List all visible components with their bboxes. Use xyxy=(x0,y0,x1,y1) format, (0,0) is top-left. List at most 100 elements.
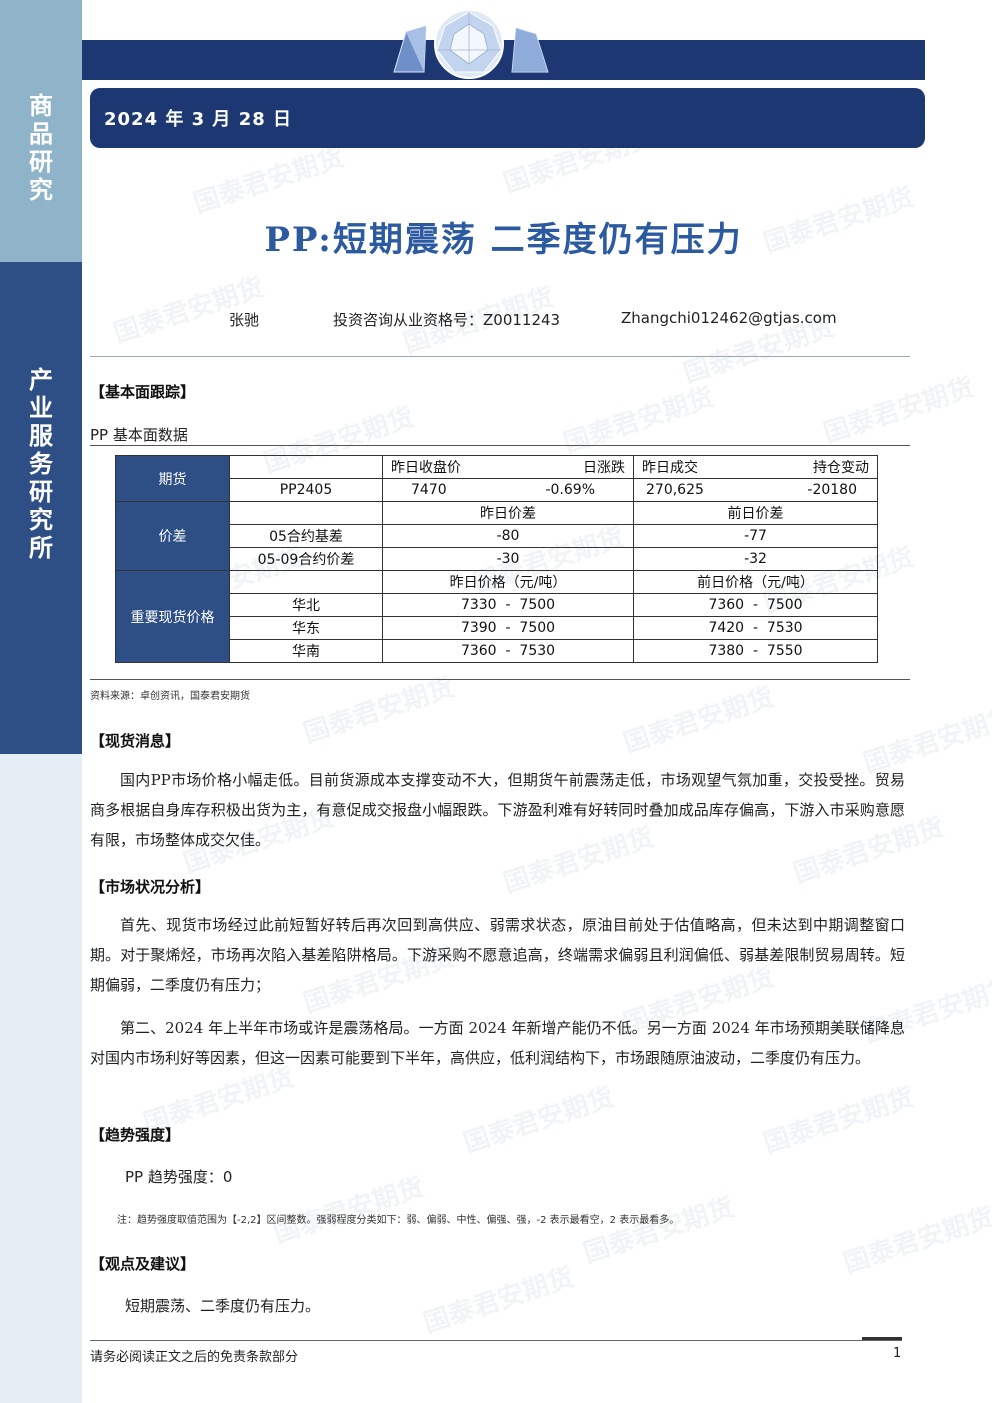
header-change: 日涨跌 xyxy=(583,460,625,476)
author-name: 张驰 xyxy=(229,311,260,329)
table-cell-blank xyxy=(229,570,383,594)
price-prior: 7420 - 7530 xyxy=(633,616,878,640)
header-volume: 昨日成交 xyxy=(642,460,698,476)
report-title: PP:短期震荡 二季度仍有压力 xyxy=(264,220,743,260)
table-cell-blank xyxy=(229,455,383,479)
spread-prior: -77 xyxy=(633,524,878,548)
table-row: 华北 7330 - 7500 7360 - 7500 xyxy=(116,593,878,617)
spread-yesterday: -80 xyxy=(382,524,634,548)
footer-rule xyxy=(90,1340,902,1341)
spread-name: 05-09合约价差 xyxy=(229,547,383,571)
spread-prior: -32 xyxy=(633,547,878,571)
sidebar-char: 品 xyxy=(29,119,53,148)
table-cell-blank xyxy=(229,501,383,525)
volume-value: 270,625 xyxy=(646,482,704,498)
sidebar-char: 究 xyxy=(29,505,53,534)
watermark-text: 国泰君安期货 xyxy=(819,372,978,450)
sidebar-char: 业 xyxy=(29,393,53,422)
analysis-paragraph-2: 第二、2024 年上半年市场或许是震荡格局。一方面 2024 年新增产能仍不低。… xyxy=(90,1019,905,1067)
footer-disclaimer[interactable]: 请务必阅读正文之后的免责条款部分 xyxy=(90,1350,299,1365)
header-yesterday-price: 昨日价格（元/吨） xyxy=(382,570,634,594)
header-prior-price: 前日价格（元/吨） xyxy=(633,570,878,594)
price-prior: 7360 - 7500 xyxy=(633,593,878,617)
spread-name: 05合约基差 xyxy=(229,524,383,548)
divider xyxy=(90,356,910,357)
table-bottom-rule xyxy=(90,679,910,680)
section-heading-advice: 【观点及建议】 xyxy=(90,1255,196,1273)
page-number: 1 xyxy=(893,1346,902,1361)
fundamentals-table: 期货 昨日收盘价 日涨跌 昨日成交 持仓变动 PP2405 7470 -0.69% 2… xyxy=(115,455,878,663)
section-heading-spot-news: 【现货消息】 xyxy=(90,732,181,750)
row-label-spot: 重要现货价格 xyxy=(115,570,230,663)
table-row: 价差 昨日价差 前日价差 xyxy=(115,501,878,571)
table-cell: 昨日收盘价 日涨跌 xyxy=(382,455,634,479)
section-heading-market-analysis: 【市场状况分析】 xyxy=(90,878,211,896)
region-name: 华北 xyxy=(229,593,383,617)
table-caption: PP 基本面数据 xyxy=(90,426,188,444)
watermark-text: 国泰君安期货 xyxy=(579,1192,738,1270)
sidebar-section-industry xyxy=(0,262,82,754)
trend-strength: PP 趋势强度：0 xyxy=(125,1168,233,1186)
footer-mark xyxy=(862,1337,902,1340)
left-sidebar: 商品研究 产业服务研究所 xyxy=(0,0,82,1403)
close-price: 7470 xyxy=(411,482,447,498)
contract-code: PP2405 xyxy=(229,478,383,502)
section-heading-fundamentals: 【基本面跟踪】 xyxy=(90,383,196,401)
sidebar-char: 所 xyxy=(29,533,53,562)
date-banner xyxy=(90,88,925,148)
table-row: 重要现货价格 昨日价格（元/吨） 前日价格（元/吨） xyxy=(115,570,878,663)
row-label-spread: 价差 xyxy=(115,501,230,571)
table-cell: 7470 -0.69% xyxy=(382,478,634,502)
sidebar-char: 产 xyxy=(29,365,53,394)
table-cell: 昨日成交 持仓变动 xyxy=(633,455,878,479)
table-row: PP2405 7470 -0.69% 270,625 -20180 xyxy=(116,478,878,502)
sidebar-char: 研 xyxy=(29,477,53,506)
watermark-text: 国泰君安期货 xyxy=(559,382,718,460)
diamond-logo-icon xyxy=(393,9,549,79)
watermark-text: 国泰君安期货 xyxy=(619,682,778,760)
price-yesterday: 7360 - 7530 xyxy=(382,639,634,663)
header-yesterday-spread: 昨日价差 xyxy=(382,501,634,525)
table-row: 05-09合约价差 -30 -32 xyxy=(116,547,878,571)
table-row: 05合约基差 -80 -77 xyxy=(116,524,878,548)
sidebar-char: 研 xyxy=(29,147,53,176)
price-yesterday: 7330 - 7500 xyxy=(382,593,634,617)
header-close: 昨日收盘价 xyxy=(391,460,461,476)
region-name: 华南 xyxy=(229,639,383,663)
region-name: 华东 xyxy=(229,616,383,640)
sidebar-char: 服 xyxy=(29,421,53,450)
watermark-text: 国泰君安期货 xyxy=(269,1172,428,1250)
watermark-text: 国泰君安期货 xyxy=(419,1262,578,1340)
price-yesterday: 7390 - 7500 xyxy=(382,616,634,640)
watermark-text: 国泰君安期货 xyxy=(839,1202,992,1280)
price-prior: 7380 - 7550 xyxy=(633,639,878,663)
sidebar-label-industry-research: 产业服务研究所 xyxy=(0,366,82,562)
section-heading-trend: 【趋势强度】 xyxy=(90,1126,181,1144)
row-label-futures: 期货 xyxy=(115,455,230,502)
report-date: 2024 年 3 月 28 日 xyxy=(104,109,293,130)
sidebar-char: 商 xyxy=(29,91,53,120)
watermark-text: 国泰君安期货 xyxy=(189,142,348,220)
analysis-paragraph-1: 首先、现货市场经过此前短暂好转后再次回到高供应、弱需求状态，原油目前处于估值略高… xyxy=(90,916,905,994)
trend-note: 注：趋势强度取值范围为【-2,2】区间整数。强弱程度分类如下：弱、偏弱、中性、偏… xyxy=(117,1215,680,1226)
daily-change: -0.69% xyxy=(545,482,595,498)
watermark-text: 国泰君安期货 xyxy=(759,1082,918,1160)
sidebar-char: 究 xyxy=(29,175,53,204)
oi-change: -20180 xyxy=(807,482,857,498)
author-license: 投资咨询从业资格号：Z0011243 xyxy=(333,311,561,329)
table-row: 华东 7390 - 7500 7420 - 7530 xyxy=(116,616,878,640)
table-row: 期货 昨日收盘价 日涨跌 昨日成交 持仓变动 xyxy=(115,455,878,502)
spread-yesterday: -30 xyxy=(382,547,634,571)
spot-news-paragraph: 国内PP市场价格小幅走低。目前货源成本支撑变动不大，但期货午前震荡走低，市场观望… xyxy=(90,771,905,849)
table-top-rule xyxy=(90,445,910,446)
header-oi: 持仓变动 xyxy=(813,460,869,476)
table-row: 华南 7360 - 7530 7380 - 7550 xyxy=(116,639,878,663)
table-cell: 270,625 -20180 xyxy=(633,478,878,502)
watermark-text: 国泰君安期货 xyxy=(459,1082,618,1160)
sidebar-section-commodity xyxy=(0,0,82,262)
author-email[interactable]: Zhangchi012462@gtjas.com xyxy=(621,309,837,327)
advice-text: 短期震荡、二季度仍有压力。 xyxy=(125,1297,321,1315)
sidebar-char: 务 xyxy=(29,449,53,478)
sidebar-label-commodity-research: 商品研究 xyxy=(0,92,82,204)
header-prior-spread: 前日价差 xyxy=(633,501,878,525)
